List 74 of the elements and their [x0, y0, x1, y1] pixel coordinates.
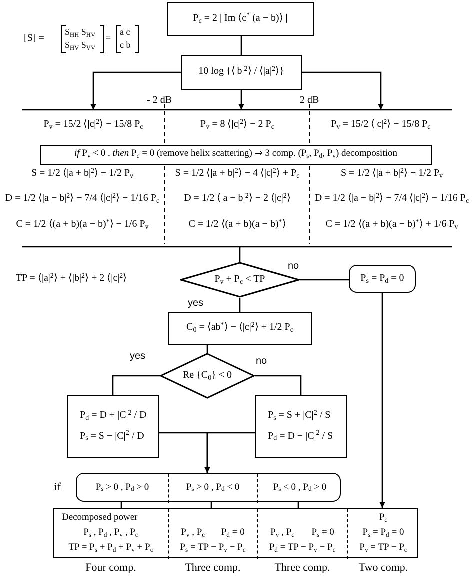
formula-text: S = 1/2 ⟨|a + b|$^{2}$⟩ − 4 ⟨|c|$^{2}$⟩ + P$_{c}$: [174, 168, 301, 180]
formula-box: [67, 395, 159, 458]
formula-text: P$_{v}$ = TP − P$_{c}$: [360, 543, 408, 555]
arrow: [302, 72, 384, 110]
edge-label: yes: [186, 299, 206, 309]
formula-text: D = 1/2 ⟨|a − b|$^{2}$⟩ − 2 ⟨|c|$^{2}$⟩: [183, 193, 292, 206]
formula-text: S = 1/2 ⟨|a + b|$^{2}$⟩ − 1/2 P$_{v}$: [340, 168, 444, 180]
connector-line: [240, 36, 242, 55]
arrow: [380, 293, 386, 508]
formula-text: P$_{s}$ = P$_{d}$ = 0: [362, 528, 404, 540]
threshold-label: 2 dB: [300, 95, 320, 108]
formula-text: P$_{v}$ , P$_{c}$: [181, 528, 206, 540]
formula-box: [255, 395, 347, 458]
formula-text: P$_{v}$ = 8 ⟨|c|$^{2}$⟩ − 2 P$_{c}$: [165, 112, 310, 140]
connector-line: [112, 375, 160, 395]
matrix-text: [S] =: [24, 33, 46, 46]
formula-text: P$_{d}$ = TP − P$_{v}$ − P$_{c}$: [269, 543, 336, 555]
matrix-text: S$_{HV}$ S$_{VV}$: [65, 40, 96, 52]
matrix-text: c b: [120, 40, 132, 52]
matrix-text: a c: [120, 27, 132, 38]
formula-text: P$_{s}$ = P$_{d}$ = 0: [360, 272, 404, 286]
formula-text: P$_{v}$ = 15/2 ⟨|c|$^{2}$⟩ − 15/8 P$_{c}$: [22, 112, 165, 140]
side-label: if: [54, 482, 61, 493]
threshold-label: - 2 dB: [147, 95, 173, 108]
formula-text: P$_{d}$ = 0: [221, 528, 245, 540]
condition-text: Re {C$_{0}$} < 0: [182, 370, 232, 382]
formula-text: C = 1/2 ⟨(a + b)(a − b)$^{*}$⟩: [188, 219, 288, 232]
formula-text: P$_{v}$ , P$_{c}$: [270, 528, 295, 540]
side-label: Three comp.: [184, 563, 242, 574]
formula-text: P$_{s}$ = TP − P$_{v}$ − P$_{c}$: [180, 543, 246, 555]
formula-text: P$_{s}$ < 0 , P$_{d}$ > 0: [273, 482, 327, 494]
formula-text: P$_{s}$ = S − |C|$^{2}$ / D: [80, 430, 144, 443]
matrix-text: =: [106, 33, 112, 44]
formula-text: C$_{0}$ = ⟨ab$^{*}$⟩ − ⟨|c|$^{2}$⟩ + 1/2 P$_{c}$: [186, 322, 294, 335]
formula-box: [167, 2, 314, 36]
formula-text: D = 1/2 ⟨|a − b|$^{2}$⟩ − 7/4 ⟨|c|$^{2}$⟩ − 1/16 P$_{c}$: [314, 193, 470, 206]
formula-text: TP = P$_{s}$ + P$_{d}$ + P$_{v}$ + P$_{c}$: [68, 543, 154, 555]
formula-text: P$_{s}$ > 0 , P$_{d}$ < 0: [186, 482, 240, 494]
formula-text: TP = ⟨|a|$^{2}$⟩ + ⟨|b|$^{2}$⟩ + 2 ⟨|c|$^{2}$⟩: [16, 273, 128, 286]
formula-text: P$_{s}$ = S + |C|$^{2}$ / S: [268, 410, 331, 422]
connector-line: [300, 279, 349, 281]
connector-line: [239, 298, 241, 312]
formula-text: 10 log {⟨|b|$^{2}$⟩ / ⟨|a|$^{2}$⟩}: [198, 66, 284, 79]
arrow: [238, 90, 244, 110]
formula-text: P$_{c}$: [379, 513, 388, 525]
arrow: [204, 432, 255, 473]
condition-text: P$_{v}$ + P$_{c}$ < TP: [214, 274, 266, 286]
condition-box: [40, 145, 432, 165]
formula-box: [181, 55, 302, 90]
edge-label: no: [254, 357, 270, 367]
formula-box: [168, 312, 312, 345]
side-label: Two comp.: [358, 563, 410, 574]
side-label: Three comp.: [274, 563, 332, 574]
formula-text: P$_{v}$ = 15/2 ⟨|c|$^{2}$⟩ − 15/8 P$_{c}$: [310, 112, 452, 140]
edge-label: no: [286, 262, 302, 272]
formula-text: D = 1/2 ⟨|a − b|$^{2}$⟩ − 7/4 ⟨|c|$^{2}$⟩ − 1/16 P$_{c}$: [4, 193, 161, 206]
heading-text: Decomposed power: [62, 513, 138, 525]
rounded-box: [349, 265, 416, 293]
formula-text: P$_{s}$ > 0 , P$_{d}$ > 0: [96, 482, 150, 494]
matrix-text: S$_{HH}$ S$_{HV}$: [65, 27, 96, 38]
formula-text: S = 1/2 ⟨|a + b|$^{2}$⟩ − 1/2 P$_{v}$: [30, 168, 135, 180]
formula-text: if P$_{v}$ < 0 , then P$_{c}$ = 0 (remove helix scattering) ⇒ 3 comp. (P$_{s}$, P$_{d}$, P$_{v}$) decomposition: [74, 149, 398, 161]
formula-text: C = 1/2 ⟨(a + b)(a − b)$^{*}$⟩ − 1/6 P$_{v}$: [15, 219, 150, 232]
formula-text: P$_{s}$ = 0: [312, 528, 334, 540]
connector-line: [255, 375, 302, 395]
formula-text: P$_{d}$ = D + |C|$^{2}$ / D: [80, 410, 147, 422]
side-label: Four comp.: [84, 563, 138, 574]
connector-line: [239, 247, 241, 262]
formula-text: P$_{c}$ = 2 | Im ⟨c$^{*}$ (a − b)⟩ |: [193, 12, 288, 26]
formula-text: C = 1/2 ⟨(a + b)(a − b)$^{*}$⟩ + 1/6 P$_{v}$: [324, 219, 460, 232]
formula-text: P$_{d}$ = D − |C|$^{2}$ / S: [268, 430, 334, 443]
arrow: [90, 72, 181, 110]
formula-text: P$_{s}$ , P$_{d}$ , P$_{v}$ , P$_{c}$: [84, 528, 138, 540]
edge-label: yes: [128, 352, 148, 362]
